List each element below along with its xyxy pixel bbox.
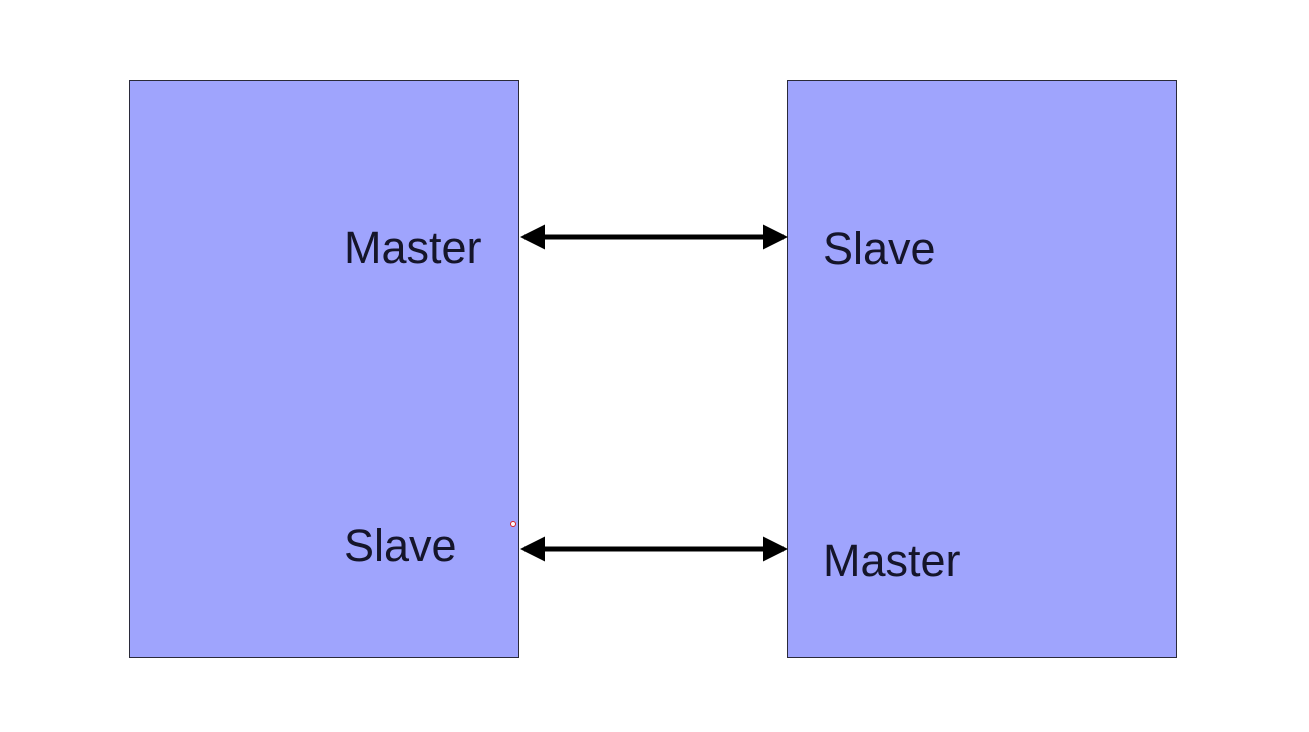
left-bottom-label: Slave (344, 520, 457, 571)
right-bottom-label: Master (823, 535, 961, 586)
right-device-box (787, 80, 1177, 658)
left-device-box (129, 80, 519, 658)
left-top-label: Master (344, 222, 482, 273)
pointer-dot (510, 521, 516, 527)
right-top-label: Slave (823, 223, 936, 274)
